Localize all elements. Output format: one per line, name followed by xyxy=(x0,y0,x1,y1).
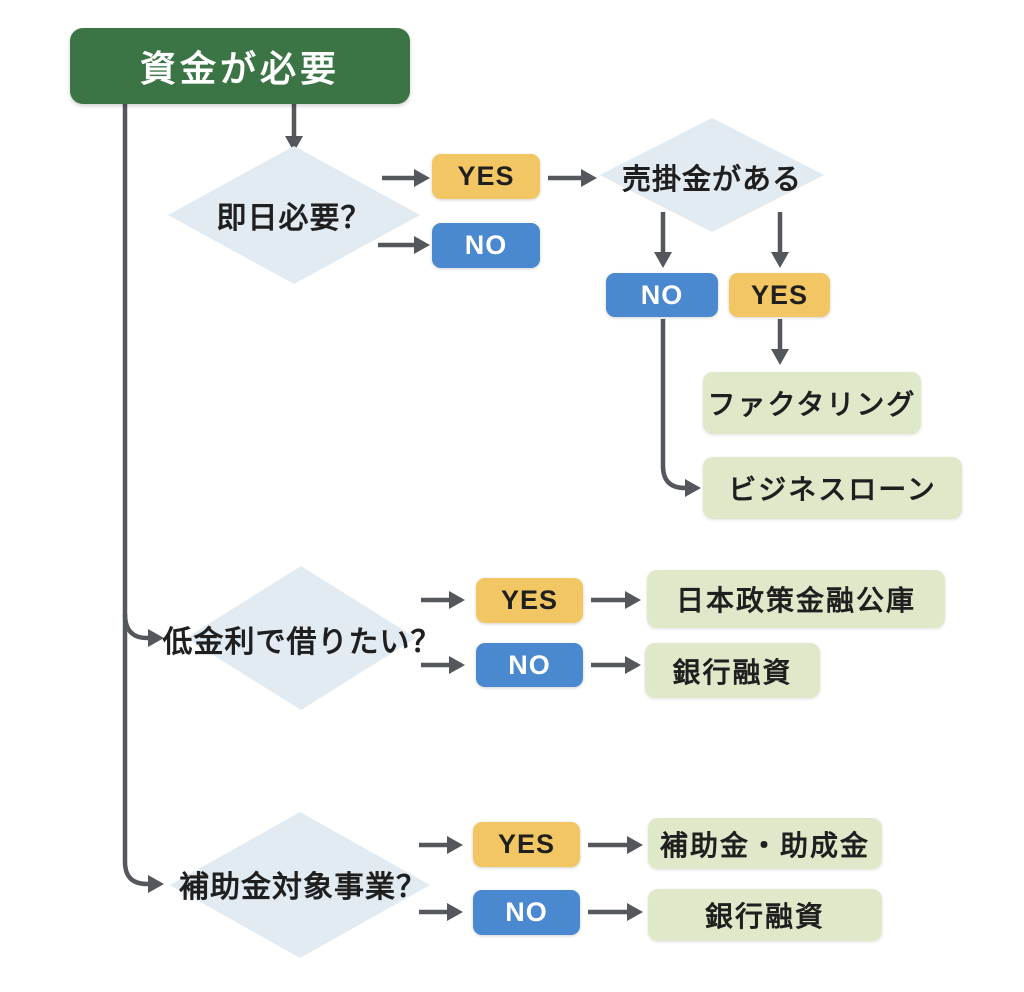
result-bank-loan-subsidy: 銀行融資 xyxy=(648,889,882,941)
badge-no-same-day: NO xyxy=(432,223,540,268)
badge-yes-receivables: YES xyxy=(729,273,830,317)
decision-label-receivables: 売掛金がある xyxy=(621,164,803,196)
result-bank-loan-low: 銀行融資 xyxy=(645,643,820,698)
edge-no-to-bank-loan-subsidy xyxy=(588,903,643,921)
result-subsidy-grant: 補助金・助成金 xyxy=(648,818,882,869)
decision-label-subsidy-eligible: 補助金対象事業？ xyxy=(179,871,427,904)
edge-yes-to-factoring xyxy=(771,319,789,365)
start-node-label: 資金が必要 xyxy=(139,48,340,89)
result-jfc: 日本政策金融公庫 xyxy=(647,570,945,628)
badge-yes-subsidy-eligible: YES xyxy=(473,822,580,867)
edge-yes-to-jfc xyxy=(591,591,641,609)
result-business-loan: ビジネスローン xyxy=(703,457,962,519)
badge-yes-same-day: YES xyxy=(432,154,540,199)
start-node: 資金が必要 xyxy=(70,28,410,104)
edge-start-spine-left xyxy=(122,104,164,893)
edge-start-to-same-day xyxy=(285,104,303,152)
badge-no-receivables: NO xyxy=(606,273,718,317)
badge-no-subsidy-eligible: NO xyxy=(473,890,580,935)
edge-no-to-bank-loan-low xyxy=(591,656,641,674)
result-factoring: ファクタリング xyxy=(703,372,921,434)
decision-label-low-interest: 低金利で借りたい？ xyxy=(162,626,442,659)
edge-yes-to-receivables xyxy=(548,169,597,187)
edge-no-to-business-loan xyxy=(660,319,701,497)
badge-yes-low-interest: YES xyxy=(476,578,583,623)
badge-no-low-interest: NO xyxy=(476,643,583,687)
edge-yes-to-subsidy-grant xyxy=(588,836,643,854)
decision-label-same-day: 即日必要？ xyxy=(216,202,372,235)
